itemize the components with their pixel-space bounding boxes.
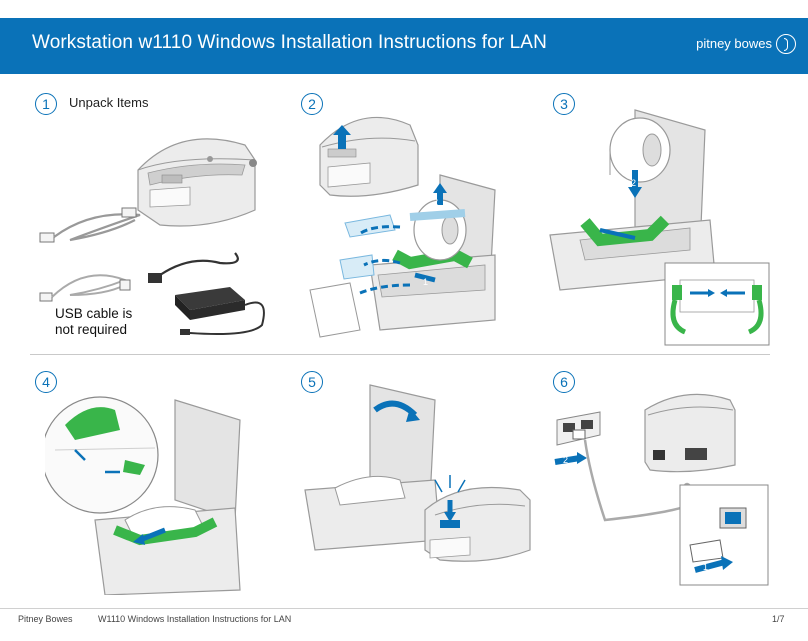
step-3-number: 3: [553, 93, 575, 115]
network-connect-illustration: 2 1: [554, 393, 769, 586]
header-bar: Workstation w1110 Windows Installation I…: [0, 18, 808, 74]
printer-top-icon: [319, 116, 419, 197]
footer-doc-title: W1110 Windows Installation Instructions …: [98, 614, 292, 624]
printer-open-icon: [369, 174, 496, 331]
label-sheets-icon: [309, 214, 396, 338]
port-detail-inset: [679, 484, 769, 586]
brand-name: pitney bowes: [696, 36, 772, 51]
note-line-1: USB cable is: [55, 306, 133, 321]
usb-cable-note: USB cable is not required: [55, 306, 132, 338]
direction-arrows-icon: [357, 183, 447, 295]
footer-page-number: 1/7: [772, 614, 785, 624]
printer-closing-icon: [304, 384, 441, 551]
arrow-label-1: 1: [423, 277, 428, 287]
arrow-label-1b: 1: [703, 562, 708, 572]
load-roll-illustration: 2: [549, 109, 770, 346]
printer-open-closeup-icon: [94, 399, 241, 595]
step-2-number: 2: [301, 93, 323, 115]
guide-adjust-illustration: [45, 396, 241, 595]
close-cover-illustration: [304, 384, 531, 562]
lan-cable-icon: [39, 207, 141, 243]
usb-cable-icon: [39, 274, 131, 302]
wall-jack-icon: [554, 411, 601, 465]
guide-detail-inset: [664, 262, 770, 346]
step-5-number: 5: [301, 371, 323, 393]
magnifier-inset-icon: [45, 396, 159, 514]
open-printer-illustration: 2 1: [309, 116, 496, 338]
step-1-label: Unpack Items: [69, 95, 149, 110]
arrow-label-2: 2: [433, 197, 438, 207]
printer-closed-icon: [137, 138, 257, 227]
printer-press-icon: [424, 475, 531, 562]
note-line-2: not required: [55, 322, 128, 337]
unpack-items-illustration: [39, 138, 265, 335]
pitney-bowes-logo-icon: [776, 34, 796, 54]
page-title: Workstation w1110 Windows Installation I…: [32, 32, 547, 53]
power-adapter-icon: [148, 252, 265, 335]
step-6-number: 6: [553, 371, 575, 393]
footer-divider: [0, 608, 808, 609]
printer-back-icon: [644, 393, 736, 473]
section-divider: [30, 354, 770, 355]
arrow-label-2b: 2: [631, 178, 636, 188]
step-4-number: 4: [35, 371, 57, 393]
footer-company: Pitney Bowes: [18, 614, 73, 624]
step-1-number: 1: [35, 93, 57, 115]
arrow-label-2c: 2: [563, 455, 568, 465]
